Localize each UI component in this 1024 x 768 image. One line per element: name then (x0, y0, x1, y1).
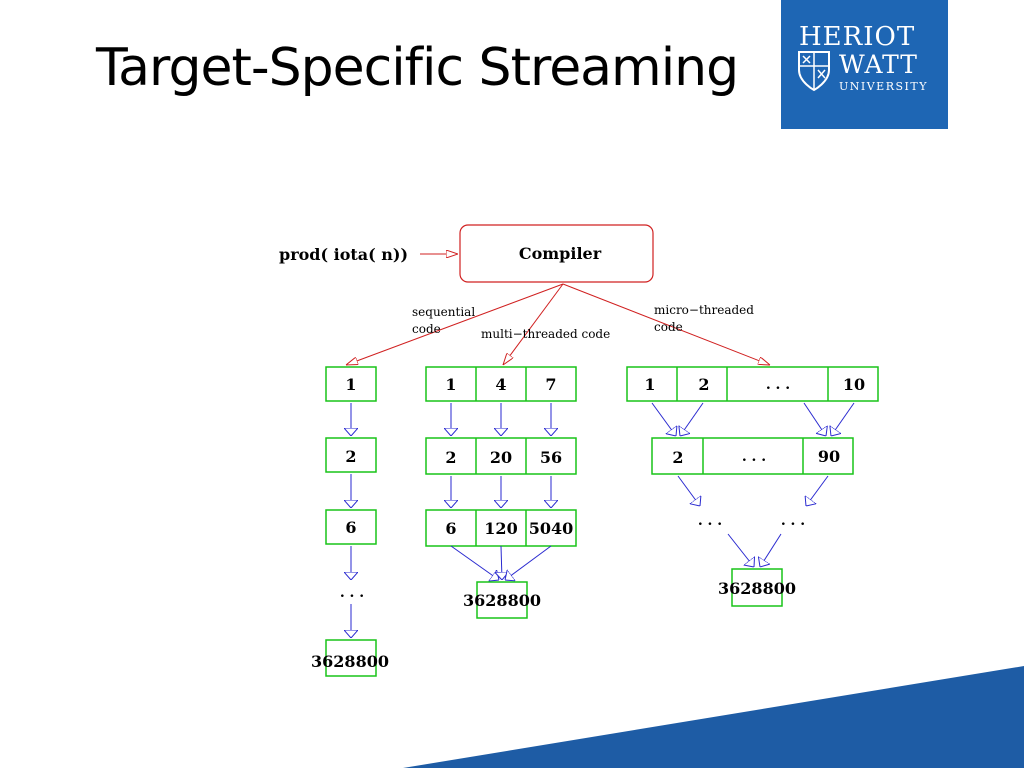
micro-arrow (806, 475, 829, 506)
micro-arrow (651, 402, 676, 436)
multi-merge-arrow (505, 545, 552, 580)
micro-row-1 (626, 366, 879, 402)
micro-ellipsis-right: . . . (781, 513, 805, 529)
seq-cell (325, 437, 377, 473)
multi-cell-value: 6 (445, 519, 456, 538)
seq-ellipsis: . . . (340, 585, 364, 601)
multi-cell-value: 7 (545, 375, 556, 394)
compiler-box (459, 224, 654, 283)
heriot-watt-logo: HERIOT WATT UNIVERSITY (781, 0, 948, 129)
label-micro-line1: micro−threaded (654, 303, 754, 317)
logo-line-university: UNIVERSITY (839, 80, 928, 93)
seq-result: 3628800 (311, 652, 389, 671)
micro-result: 3628800 (718, 579, 796, 598)
input-expression: prod( iota( n)) (279, 245, 408, 264)
seq-cell (325, 509, 377, 545)
micro-arrow (677, 475, 700, 506)
micro-result-box (731, 568, 783, 607)
micro-arrow (831, 402, 855, 436)
micro-arrow (727, 533, 754, 567)
multi-cell-value: 2 (445, 448, 456, 467)
multi-cell-value: 56 (540, 448, 562, 467)
micro-cell-value: 90 (818, 447, 840, 466)
micro-arrow (760, 533, 782, 567)
micro-cell-value: 2 (672, 448, 683, 467)
multi-row-1 (425, 366, 577, 402)
micro-arrow (803, 402, 826, 436)
label-sequential-line2: code (412, 322, 441, 336)
multi-cell-value: 1 (445, 375, 456, 394)
micro-cell-value: 1 (644, 375, 655, 394)
seq-result-box (325, 639, 377, 677)
multi-cell-value: 20 (490, 448, 512, 467)
multi-cell-value: 4 (495, 375, 506, 394)
multi-result-box (476, 581, 528, 619)
multi-cell-value: 120 (484, 519, 517, 538)
logo-line-heriot: HERIOT (799, 22, 916, 52)
multi-row-2 (425, 437, 577, 475)
branch-arrow-micro (562, 283, 770, 365)
seq-cell (325, 366, 377, 402)
micro-cell-value: 2 (698, 375, 709, 394)
label-sequential-line1: sequential (412, 305, 475, 319)
branch-arrow-multi (503, 283, 564, 365)
micro-ellipsis-left: . . . (698, 513, 722, 529)
logo-line-watt: WATT (839, 50, 918, 79)
micro-arrow (680, 402, 704, 436)
seq-cell-value: 1 (345, 375, 356, 394)
seq-cell-value: 6 (345, 518, 356, 537)
micro-cell-value: . . . (742, 449, 766, 465)
crest-icon (798, 51, 830, 92)
label-micro-line2: code (654, 320, 683, 334)
micro-cell-value: 10 (843, 375, 865, 394)
multi-cell-value: 5040 (529, 519, 574, 538)
micro-cell-value: . . . (766, 377, 790, 393)
micro-row-2 (651, 437, 854, 475)
branch-arrow-sequential (346, 283, 564, 365)
label-multi: multi−threaded code (481, 327, 610, 341)
multi-result: 3628800 (463, 591, 541, 610)
compiler-label: Compiler (519, 244, 602, 263)
seq-cell-value: 2 (345, 447, 356, 466)
multi-merge-arrow (450, 545, 499, 580)
slide-title: Target-Specific Streaming (96, 38, 739, 98)
multi-merge-arrow (501, 545, 502, 580)
